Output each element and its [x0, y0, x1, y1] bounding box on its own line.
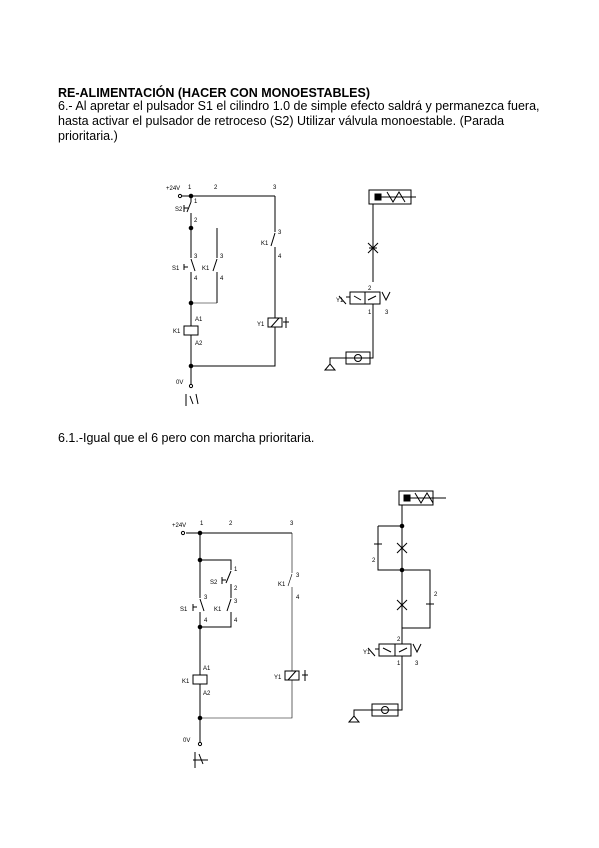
y1-label: Y1: [257, 322, 265, 328]
svg-text:3: 3: [194, 254, 198, 260]
k1-coil-label: K1: [182, 679, 190, 685]
pressure-source-icon: [347, 715, 361, 723]
pneumatic-diagram-1: Y1 2 1 3: [323, 189, 416, 371]
svg-text:4: 4: [234, 618, 238, 624]
check-valve-icon: [426, 600, 434, 608]
electrical-diagram-2: +24V 1 2 3 S1 3 4 S2 1 2 K1 3 4 A1 A2 K1…: [172, 521, 308, 768]
svg-text:4: 4: [278, 254, 282, 260]
electrical-diagram-1: +24V 1 2 3 S2 1 2 S1 3 4 K1 3 4 A1 A2 K1: [166, 185, 289, 406]
node-label: 3: [290, 521, 294, 527]
k1-coil-label: K1: [173, 329, 181, 335]
y1-label: Y1: [274, 675, 282, 681]
y1-indicator-icon: [283, 317, 289, 328]
svg-text:3: 3: [204, 595, 208, 601]
svg-text:1: 1: [368, 310, 372, 316]
svg-text:A1: A1: [195, 317, 203, 323]
svg-text:2: 2: [194, 218, 198, 224]
ground-symbol-icon: [185, 393, 199, 406]
s2-pushbutton-icon: [221, 577, 226, 584]
svg-text:4: 4: [194, 276, 198, 282]
s2-label: S2: [175, 207, 183, 213]
k1-contact-label: K1: [278, 582, 286, 588]
svg-text:4: 4: [220, 276, 224, 282]
flow-control-icon: [396, 599, 408, 611]
node-label: 2: [229, 521, 233, 527]
ground-label: 0V: [183, 738, 190, 744]
svg-text:2: 2: [434, 592, 438, 598]
svg-text:3: 3: [296, 573, 300, 579]
svg-text:3: 3: [415, 661, 419, 667]
svg-text:3: 3: [220, 254, 224, 260]
solenoid-icon: [338, 295, 350, 305]
ground-symbol-icon: [193, 752, 208, 768]
s1-pushbutton-icon: [183, 264, 188, 270]
flow-control-icon: [396, 542, 408, 554]
valve-solenoid-label: Y1: [336, 298, 344, 304]
spring-icon: [410, 492, 446, 504]
supply-label: +24V: [172, 523, 186, 529]
svg-text:4: 4: [296, 595, 300, 601]
svg-text:2: 2: [372, 558, 376, 564]
node-label: 3: [273, 185, 277, 191]
air-supply-unit: [345, 351, 371, 365]
svg-text:A2: A2: [203, 691, 211, 697]
k1-holding-contact-label: K1: [214, 607, 222, 613]
pneumatic-diagram-2: 2 2 Y1 2 1 3: [347, 490, 446, 723]
k1-holding-contact-label: K1: [202, 266, 210, 272]
s2-pushbutton-icon: [183, 205, 188, 212]
svg-text:2: 2: [397, 637, 401, 643]
pressure-source-icon: [323, 363, 337, 371]
svg-text:1: 1: [194, 199, 198, 205]
node-label: 2: [214, 185, 218, 191]
return-spring-icon: [412, 643, 422, 654]
s1-label: S1: [180, 607, 188, 613]
y1-indicator-icon: [302, 670, 308, 681]
check-valve-icon: [374, 540, 382, 548]
spring-icon: [381, 191, 416, 203]
svg-text:3: 3: [385, 310, 389, 316]
ground-label: 0V: [176, 380, 183, 386]
node-label: 1: [188, 185, 192, 191]
node-label: 1: [200, 521, 204, 527]
valve-solenoid-label: Y1: [363, 650, 371, 656]
k1-coil: [183, 325, 199, 336]
section-heading: RE-ALIMENTACIÓN (HACER CON MONOESTABLES): [58, 86, 371, 100]
svg-text:1: 1: [397, 661, 401, 667]
k1-contact-label: K1: [261, 241, 269, 247]
exercise-6-1-text: 6.1.-Igual que el 6 pero con marcha prio…: [58, 431, 315, 445]
s1-pushbutton-icon: [192, 604, 197, 611]
svg-text:2: 2: [234, 586, 238, 592]
valve-block-2: [394, 643, 412, 657]
svg-text:A1: A1: [203, 666, 211, 672]
svg-text:3: 3: [278, 230, 282, 236]
svg-text:A2: A2: [195, 341, 203, 347]
supply-label: +24V: [166, 186, 180, 192]
air-supply-unit: [371, 703, 399, 717]
svg-text:4: 4: [204, 618, 208, 624]
svg-text:1: 1: [234, 567, 238, 573]
svg-text:3: 3: [234, 599, 238, 605]
exercise-6-text: 6.- Al apretar el pulsador S1 el cilindr…: [58, 99, 540, 143]
s2-label: S2: [210, 580, 218, 586]
return-spring-icon: [381, 291, 391, 302]
svg-text:2: 2: [368, 286, 372, 292]
solenoid-icon: [367, 647, 379, 657]
s1-label: S1: [172, 266, 180, 272]
k1-coil: [192, 674, 208, 685]
